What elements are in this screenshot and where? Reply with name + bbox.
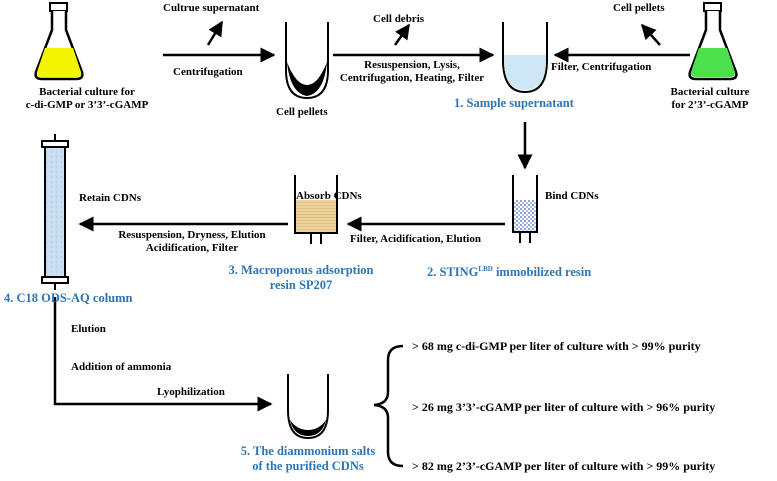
centrifugation-label: Centrifugation xyxy=(173,66,243,78)
macroporous-resin-column-icon xyxy=(294,175,338,244)
result-2-3-cgamp: > 82 mg 2’3’-cGAMP per liter of culture … xyxy=(412,459,716,473)
filter-centrifugation-label: Filter, Centrifugation xyxy=(551,61,652,73)
arrow-cell-debris xyxy=(393,23,411,46)
absorb-cdns-label: Absorb CDNs xyxy=(296,190,362,202)
resuspension-lysis-line2: Centrifugation, Heating, Filter xyxy=(339,72,485,84)
bacterial-culture-left-line1: Bacterial culture for xyxy=(39,86,135,98)
final-product-tube-icon xyxy=(287,374,329,440)
sting-resin-label: 2. STINGLBD immobilized resin xyxy=(427,262,591,280)
addition-ammonia-label: Addition of ammonia xyxy=(71,361,172,373)
cell-pellets-tube-icon xyxy=(285,22,329,100)
cell-pellets-label: Cell pellets xyxy=(276,106,328,118)
bacterial-culture-right-line2: for 2’3’-cGAMP xyxy=(671,99,749,111)
cultrue-supernatant-label: Cultrue supernatant xyxy=(163,2,260,14)
cell-pellets-right-label: Cell pellets xyxy=(613,2,665,14)
resuspension-dryness-line2: Acidification, Filter xyxy=(145,242,239,254)
results-brace xyxy=(373,344,404,468)
c18-column-icon xyxy=(41,134,69,290)
resuspension-lysis-line1: Resuspension, Lysis, xyxy=(364,59,460,71)
bacterial-culture-right-label: Bacterial culture for 2’3’-cGAMP xyxy=(655,86,765,112)
resuspension-dryness-line1: Resuspension, Dryness, Elution xyxy=(118,229,266,241)
c18-column-label: 4. C18 ODS-AQ column xyxy=(4,291,133,305)
sample-supernatant-label: 1. Sample supernatant xyxy=(454,96,574,110)
bacterial-culture-left-label: Bacterial culture for c-di-GMP or 3’3’-c… xyxy=(12,86,162,112)
resuspension-dryness-label: Resuspension, Dryness, Elution Acidifica… xyxy=(92,229,292,255)
arrow-cell-pellets-right xyxy=(640,23,661,46)
lyophilization-label: Lyophilization xyxy=(157,386,225,398)
sting-superscript: LBD xyxy=(478,265,493,273)
sting-suffix: immobilized resin xyxy=(492,265,592,280)
arrow-cultrue-supernatant xyxy=(206,20,224,46)
filter-acidification-elution-label: Filter, Acidification, Elution xyxy=(350,233,481,245)
diammonium-salts-label: 5. The diammonium salts of the purified … xyxy=(218,444,398,474)
sting-resin-column-icon xyxy=(512,175,538,243)
diammonium-salts-line1: 5. The diammonium salts xyxy=(240,444,376,458)
bacterial-culture-right-line1: Bacterial culture xyxy=(670,86,750,98)
sting-prefix: 2. STING xyxy=(427,265,479,280)
flask-yellow-icon xyxy=(34,2,84,81)
result-c-di-gmp: > 68 mg c-di-GMP per liter of culture wi… xyxy=(412,339,701,353)
flow-arrows xyxy=(53,20,690,412)
sample-supernatant-tube-icon xyxy=(502,22,548,94)
macroporous-resin-line1: 3. Macroporous adsorption xyxy=(228,263,374,277)
result-3-3-cgamp: > 26 mg 3’3’-cGAMP per liter of culture … xyxy=(412,400,716,414)
cell-debris-label: Cell debris xyxy=(373,13,425,25)
macroporous-resin-label: 3. Macroporous adsorption resin SP207 xyxy=(221,263,381,293)
elution-label: Elution xyxy=(71,323,106,335)
resuspension-lysis-label: Resuspension, Lysis, Centrifugation, Hea… xyxy=(322,59,502,85)
macroporous-resin-line2: resin SP207 xyxy=(269,278,333,292)
diammonium-salts-line2: of the purified CDNs xyxy=(252,459,364,473)
arrow-to-final xyxy=(53,297,273,412)
flask-green-icon xyxy=(688,2,738,81)
retain-cdns-label: Retain CDNs xyxy=(79,192,142,204)
bind-cdns-label: Bind CDNs xyxy=(545,190,599,202)
bacterial-culture-left-line2: c-di-GMP or 3’3’-cGAMP xyxy=(25,99,149,111)
